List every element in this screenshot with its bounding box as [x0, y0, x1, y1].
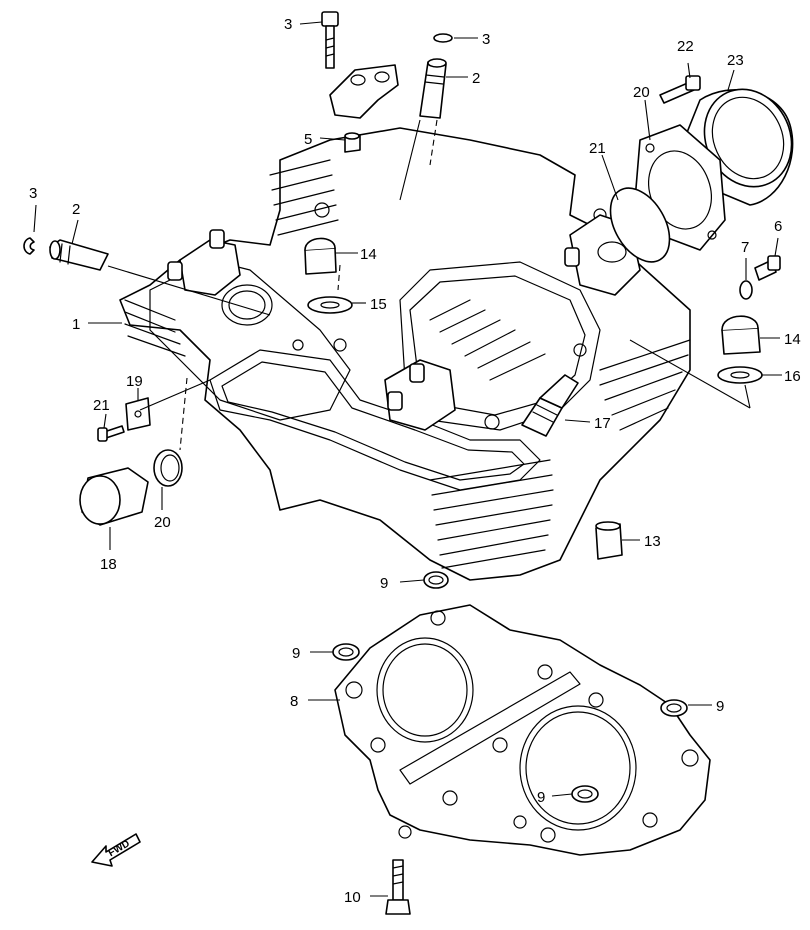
washer-small [739, 280, 753, 300]
callout-11: 13 [644, 533, 661, 550]
callout-14-center: 15 [370, 296, 387, 313]
callout-9-gasket-right: 9 [716, 698, 724, 715]
callout-17: 19 [126, 373, 143, 390]
callout-1: 1 [72, 316, 80, 333]
callout-9-gasket-left: 9 [292, 645, 300, 662]
callout-23: 23 [727, 52, 744, 69]
bolt-top [321, 11, 339, 69]
o-ring [609, 187, 671, 263]
callout-3-top: 3 [482, 31, 490, 48]
callout-2-top: 2 [472, 70, 480, 87]
rocker-arm-rear [384, 359, 456, 431]
callout-12: 14 [360, 246, 377, 263]
o-ring-gasket-bottom [571, 785, 599, 803]
callout-4: 3 [284, 16, 292, 33]
callout-22: 22 [677, 38, 694, 55]
callout-20: 20 [633, 84, 650, 101]
callout-5: 5 [304, 131, 312, 148]
screw [659, 75, 701, 104]
callout-18: 20 [154, 514, 171, 531]
dowel-sleeve [595, 521, 623, 560]
callout-10: 10 [344, 889, 361, 906]
callout-13: 14 [784, 331, 801, 348]
callout-16: 18 [100, 556, 117, 573]
bracket [125, 397, 151, 431]
fwd-label: FWD [107, 838, 132, 859]
callout-19: 21 [93, 397, 110, 414]
circlip-top [433, 33, 453, 43]
callout-15: 17 [594, 415, 611, 432]
callout-3-left: 3 [29, 185, 37, 202]
callout-8: 8 [290, 693, 298, 710]
camshaft-holder [329, 64, 399, 119]
bolt-right [754, 255, 781, 281]
tappet-top [419, 58, 447, 119]
callout-14-right: 16 [784, 368, 801, 385]
washer-right [717, 366, 763, 384]
callout-9-top: 9 [380, 575, 388, 592]
acorn-nut [721, 315, 761, 355]
circlip-left [23, 237, 35, 255]
callout-21: 21 [589, 140, 606, 157]
callout-6: 6 [774, 218, 782, 235]
dowel-pin [344, 132, 361, 153]
tappet-left [49, 239, 109, 271]
callout-7: 7 [741, 239, 749, 256]
callout-9-gasket-bottom: 9 [537, 789, 545, 806]
cylinder-head [119, 127, 691, 581]
fwd-arrow-icon: FWD [91, 833, 141, 867]
plug-cap [79, 467, 149, 526]
rocker-arm-front [167, 229, 241, 296]
seal-ring [153, 449, 183, 487]
o-ring-small-top [423, 571, 449, 589]
small-screw [97, 425, 125, 442]
leader-lines [33, 21, 782, 897]
stud-bolt [385, 859, 411, 915]
head-gasket [334, 604, 711, 856]
washer-center [307, 296, 353, 314]
o-ring-gasket-left [332, 643, 360, 661]
o-ring-gasket-right [660, 699, 688, 717]
callout-labels: 3 3 2 5 3 2 14 15 1 22 23 20 21 6 7 14 1… [29, 16, 801, 906]
cap-nut [304, 237, 337, 275]
callout-2-left: 2 [72, 201, 80, 218]
spark-plug [521, 374, 579, 437]
